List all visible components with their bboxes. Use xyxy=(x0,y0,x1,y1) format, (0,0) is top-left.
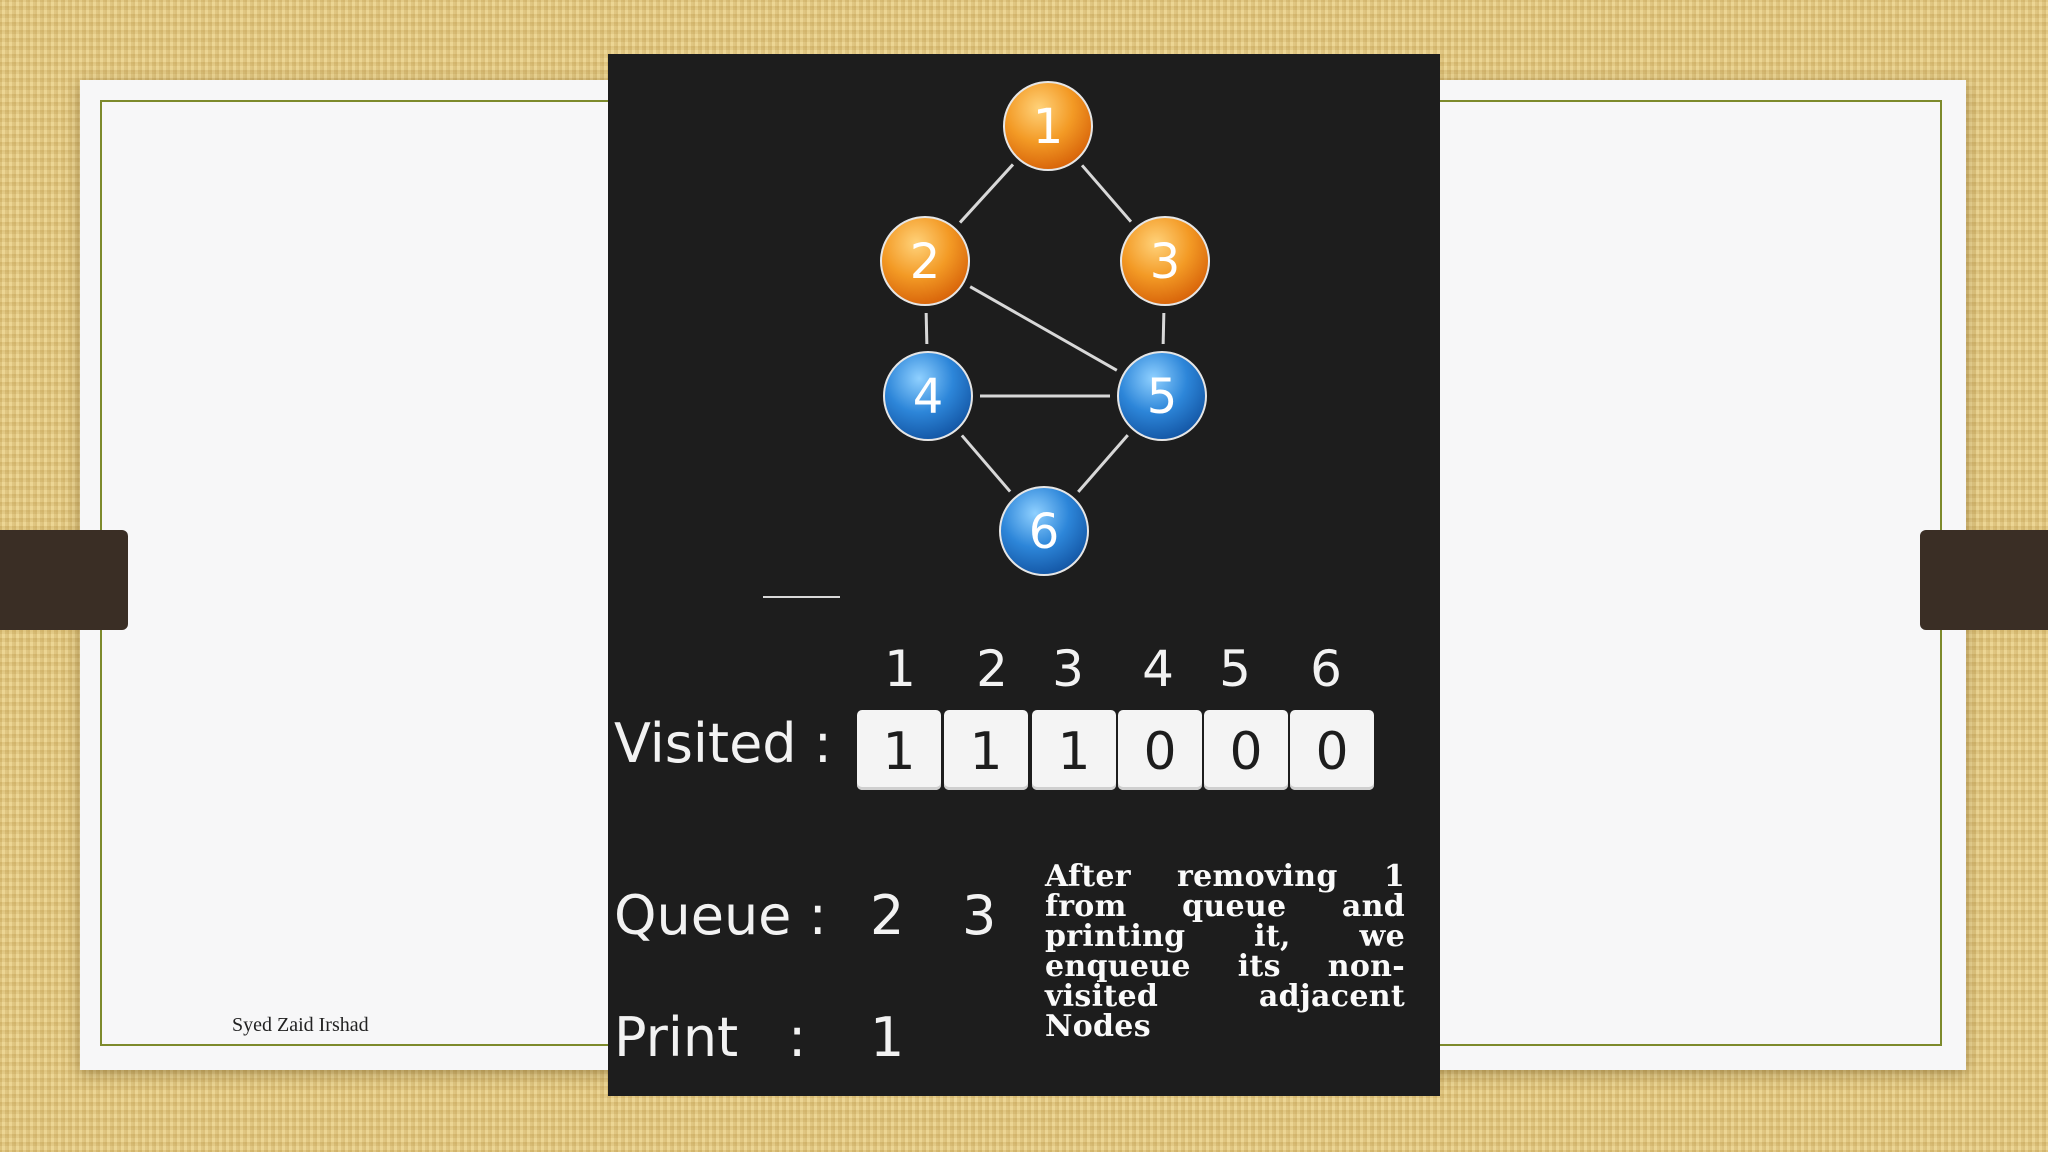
graph-edge xyxy=(1161,312,1166,345)
graph-node-5: 5 xyxy=(1117,351,1207,441)
graph-edge xyxy=(958,163,1015,224)
explanation-note: After removing 1 from queue and printing… xyxy=(1045,859,1405,1044)
visited-cell: 1 xyxy=(857,710,941,790)
node-label: 6 xyxy=(1029,504,1060,560)
graph-node-2: 2 xyxy=(880,216,970,306)
visited-cell: 1 xyxy=(944,710,1028,790)
right-binder-tab xyxy=(1920,530,2048,630)
graph-edge xyxy=(969,285,1118,372)
node-circle xyxy=(883,351,973,441)
graph-node-4: 4 xyxy=(883,351,973,441)
print-item: 1 xyxy=(870,1006,905,1069)
print-colon: : xyxy=(788,1006,807,1069)
visited-label: Visited : xyxy=(614,712,832,775)
node-circle xyxy=(999,486,1089,576)
graph-node-1: 1 xyxy=(1003,81,1093,171)
visited-index: 3 xyxy=(1052,640,1084,698)
node-label: 3 xyxy=(1150,234,1181,290)
left-binder-tab xyxy=(0,530,128,630)
visited-cell: 0 xyxy=(1204,710,1288,790)
visited-index: 6 xyxy=(1310,640,1342,698)
node-circle xyxy=(1117,351,1207,441)
visited-cell: 0 xyxy=(1290,710,1374,790)
visited-cell: 1 xyxy=(1032,710,1116,790)
graph-edge xyxy=(960,434,1012,493)
node-circle xyxy=(1120,216,1210,306)
node-circle xyxy=(880,216,970,306)
graph-edge xyxy=(924,312,929,345)
node-circle xyxy=(1003,81,1093,171)
author-name: Syed Zaid Irshad xyxy=(232,1014,369,1036)
visited-index: 5 xyxy=(1219,640,1251,698)
visited-index: 1 xyxy=(884,640,916,698)
graph-edge xyxy=(1080,164,1133,223)
node-label: 1 xyxy=(1033,99,1064,155)
graph-node-6: 6 xyxy=(999,486,1089,576)
graph-edge xyxy=(1077,434,1129,493)
queue-label: Queue : xyxy=(614,884,827,947)
visited-cell: 0 xyxy=(1118,710,1202,790)
queue-item: 2 xyxy=(870,884,905,947)
node-label: 2 xyxy=(910,234,941,290)
node-label: 5 xyxy=(1147,369,1178,425)
graph-node-3: 3 xyxy=(1120,216,1210,306)
print-label: Print xyxy=(614,1006,739,1069)
graph-diagram: 1 2 3 4 5 6 xyxy=(763,81,1210,598)
node-label: 4 xyxy=(913,369,944,425)
queue-item: 3 xyxy=(962,884,997,947)
visited-index: 4 xyxy=(1142,640,1174,698)
visited-index: 2 xyxy=(976,640,1008,698)
